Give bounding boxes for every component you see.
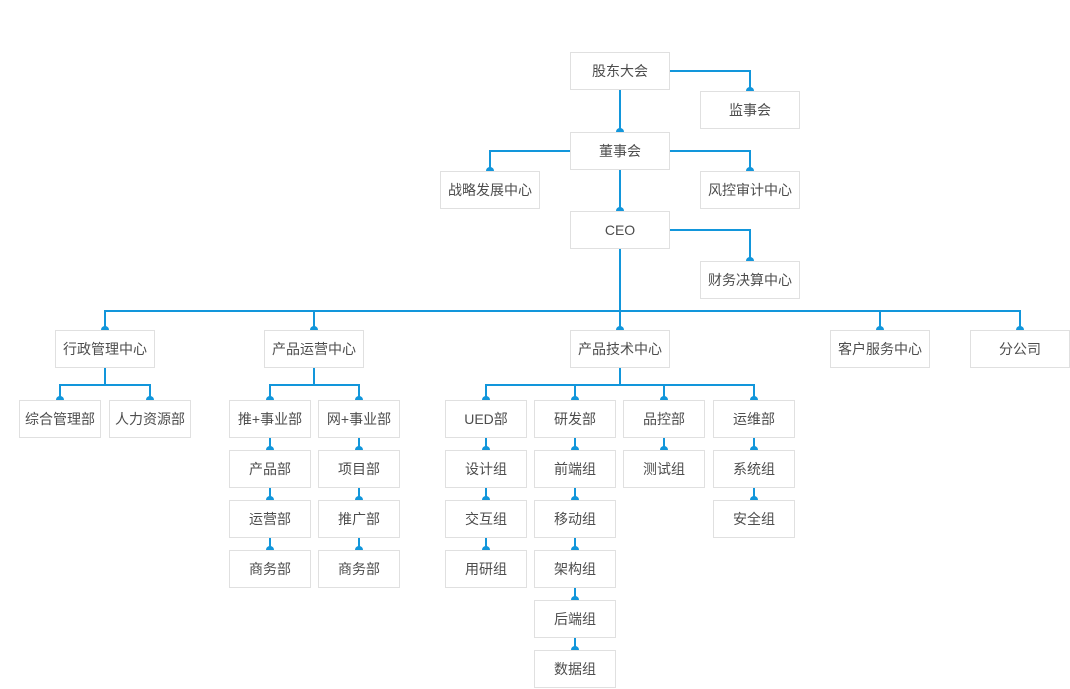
edge-shareholders-supervisory bbox=[670, 70, 751, 91]
edge-board-risk bbox=[670, 150, 751, 171]
node-product-dept: 产品部 bbox=[229, 450, 311, 488]
node-data-group: 数据组 bbox=[534, 650, 616, 688]
node-design-group: 设计组 bbox=[445, 450, 527, 488]
node-admin-mgmt-center: 行政管理中心 bbox=[55, 330, 155, 368]
node-business-dept-wang: 商务部 bbox=[318, 550, 400, 588]
node-project-dept: 项目部 bbox=[318, 450, 400, 488]
node-product-ops-center: 产品运营中心 bbox=[264, 330, 364, 368]
node-tui-business-dept: 推+事业部 bbox=[229, 400, 311, 438]
edge-fork-product-ops bbox=[269, 368, 360, 400]
node-finance-settlement-center: 财务决算中心 bbox=[700, 261, 800, 299]
node-interaction-group: 交互组 bbox=[445, 500, 527, 538]
node-wang-business-dept: 网+事业部 bbox=[318, 400, 400, 438]
edge-fork-product-tech bbox=[485, 368, 755, 400]
node-product-tech-center: 产品技术中心 bbox=[570, 330, 670, 368]
node-security-group: 安全组 bbox=[713, 500, 795, 538]
edge-trunk bbox=[104, 310, 1021, 330]
node-promotion-dept: 推广部 bbox=[318, 500, 400, 538]
node-supervisory-board: 监事会 bbox=[700, 91, 800, 129]
node-strategy-dev-center: 战略发展中心 bbox=[440, 171, 540, 209]
node-qc-dept: 品控部 bbox=[623, 400, 705, 438]
node-ceo: CEO bbox=[570, 211, 670, 249]
edge-board-strategy bbox=[489, 150, 570, 171]
node-frontend-group: 前端组 bbox=[534, 450, 616, 488]
node-board-of-directors: 董事会 bbox=[570, 132, 670, 170]
node-customer-service-center: 客户服务中心 bbox=[830, 330, 930, 368]
node-architecture-group: 架构组 bbox=[534, 550, 616, 588]
node-backend-group: 后端组 bbox=[534, 600, 616, 638]
node-risk-audit-center: 风控审计中心 bbox=[700, 171, 800, 209]
node-general-mgmt-dept: 综合管理部 bbox=[19, 400, 101, 438]
node-user-research-group: 用研组 bbox=[445, 550, 527, 588]
node-hr-dept: 人力资源部 bbox=[109, 400, 191, 438]
node-shareholders-meeting: 股东大会 bbox=[570, 52, 670, 90]
node-system-group: 系统组 bbox=[713, 450, 795, 488]
node-mobile-group: 移动组 bbox=[534, 500, 616, 538]
node-business-dept-tui: 商务部 bbox=[229, 550, 311, 588]
node-ops-maintenance-dept: 运维部 bbox=[713, 400, 795, 438]
node-rd-dept: 研发部 bbox=[534, 400, 616, 438]
edge-ceo-finance bbox=[670, 229, 751, 261]
edge-fork-admin bbox=[59, 368, 151, 400]
node-branch-company: 分公司 bbox=[970, 330, 1070, 368]
node-operations-dept: 运营部 bbox=[229, 500, 311, 538]
node-testing-group: 测试组 bbox=[623, 450, 705, 488]
node-ued-dept: UED部 bbox=[445, 400, 527, 438]
